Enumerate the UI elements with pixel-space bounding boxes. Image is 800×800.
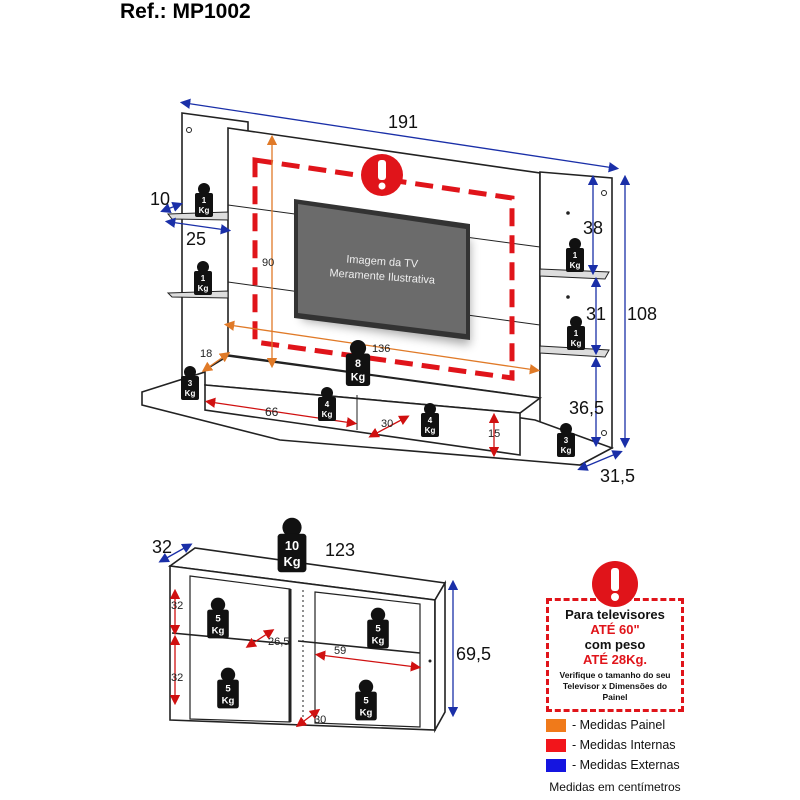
dim-niche-height: 15 [488, 428, 500, 440]
weight-icon: 1Kg [566, 238, 584, 272]
wall-cabinet: 32 32 26,5 59 30 32 123 69,5 [152, 537, 491, 734]
tv-limit-warning: Para televisores ATÉ 60" com peso ATÉ 28… [546, 598, 684, 712]
weight-value: 10 [285, 538, 299, 553]
weight-icon: 3Kg [557, 423, 575, 457]
weight-icon: 5Kg [207, 597, 229, 639]
warning-line3: com peso [584, 637, 646, 652]
warning-line5: Verifique o tamanho do seu Televisor x D… [559, 670, 671, 702]
weight-unit: Kg [351, 372, 365, 384]
warning-icon [361, 154, 403, 196]
dim-width: 191 [388, 112, 418, 132]
weight-icon: 4Kg [318, 387, 336, 421]
warning-icon [592, 561, 638, 607]
dim-shelf-depth: 10 [150, 189, 170, 209]
weight-unit: Kg [570, 261, 581, 270]
weight-unit: Kg [372, 636, 385, 647]
dim-cabinet-left-bottom: 32 [171, 672, 183, 684]
dim-niche-width: 66 [265, 405, 279, 419]
legend-label: - Medidas Painel [572, 718, 666, 732]
legend-label: - Medidas Externas [572, 758, 680, 772]
weight-unit: Kg [212, 626, 225, 637]
dim-cabinet-niche-depth: 30 [314, 714, 326, 726]
warning-line2: ATÉ 60" [590, 622, 640, 637]
weight-unit: Kg [222, 696, 235, 707]
legend-item-internas: - Medidas Internas [546, 738, 690, 752]
legend-panel: Para televisores ATÉ 60" com peso ATÉ 28… [540, 560, 690, 794]
dim-niche-depth: 30 [381, 418, 393, 430]
dim-right-top: 38 [583, 218, 603, 238]
legend-item-externas: - Medidas Externas [546, 758, 690, 772]
weight-unit: Kg [571, 339, 582, 348]
weight-unit: Kg [283, 554, 300, 569]
dim-cabinet-width: 123 [325, 540, 355, 560]
weight-icon: 5Kg [217, 667, 239, 709]
dim-height: 108 [627, 304, 657, 324]
dim-right-mid: 31 [586, 304, 606, 324]
weight-icon: 3Kg [181, 366, 199, 400]
weight-icon: 5Kg [355, 679, 377, 721]
weight-value: 3 [564, 436, 569, 445]
weight-value: 4 [325, 400, 330, 409]
weight-value: 1 [202, 196, 207, 205]
weight-unit: Kg [185, 389, 196, 398]
weight-icon: 8Kg [345, 340, 371, 386]
weight-value: 5 [363, 696, 369, 707]
weight-icon: 1Kg [194, 261, 212, 295]
weight-icon: 4Kg [421, 403, 439, 437]
weight-value: 5 [375, 624, 381, 635]
weight-value: 8 [355, 358, 361, 370]
warning-line1: Para televisores [565, 607, 665, 622]
dim-cabinet-height: 69,5 [456, 644, 491, 664]
dim-inner-height: 90 [262, 257, 274, 269]
dim-depth: 31,5 [600, 466, 635, 486]
dim-shelf-width: 25 [186, 229, 206, 249]
weight-unit: Kg [198, 284, 209, 293]
weight-value: 3 [188, 379, 193, 388]
weight-icon: 5Kg [367, 607, 389, 649]
dim-cabinet-left-top: 32 [171, 600, 183, 612]
weight-icon: 1Kg [195, 183, 213, 217]
weight-unit: Kg [360, 708, 373, 719]
weight-unit: Kg [322, 410, 333, 419]
dim-right-bottom: 36,5 [569, 398, 604, 418]
weight-unit: Kg [425, 426, 436, 435]
inner-area-outline [252, 157, 515, 381]
weight-value: 1 [574, 329, 579, 338]
tv-panel: Imagem da TV Meramente Ilustrativa 90 13… [141, 98, 657, 486]
weight-value: 5 [225, 684, 231, 695]
orange-swatch [546, 718, 566, 732]
red-swatch [546, 738, 566, 752]
weight-icon: 1Kg [567, 316, 585, 350]
blue-swatch [546, 758, 566, 772]
weight-value: 5 [215, 614, 221, 625]
weight-value: 1 [201, 274, 206, 283]
dim-cabinet-shelf-depth: 26,5 [268, 636, 289, 648]
dim-cabinet-niche-width: 59 [334, 645, 346, 657]
weight-value: 1 [573, 251, 578, 260]
weight-value: 4 [428, 416, 433, 425]
units-note: Medidas em centímetros [549, 780, 681, 794]
reference-title: Ref.: MP1002 [120, 0, 251, 23]
legend-label: - Medidas Internas [572, 738, 676, 752]
legend-item-painel: - Medidas Painel [546, 718, 690, 732]
dim-rack-depth: 18 [200, 348, 212, 360]
tv-caption-line1: Imagem da TV [346, 254, 419, 271]
warning-line4: ATÉ 28Kg. [582, 652, 648, 667]
weight-unit: Kg [561, 446, 572, 455]
dim-cabinet-depth: 32 [152, 537, 172, 557]
dim-inner-width: 136 [372, 343, 390, 355]
weight-unit: Kg [199, 206, 210, 215]
